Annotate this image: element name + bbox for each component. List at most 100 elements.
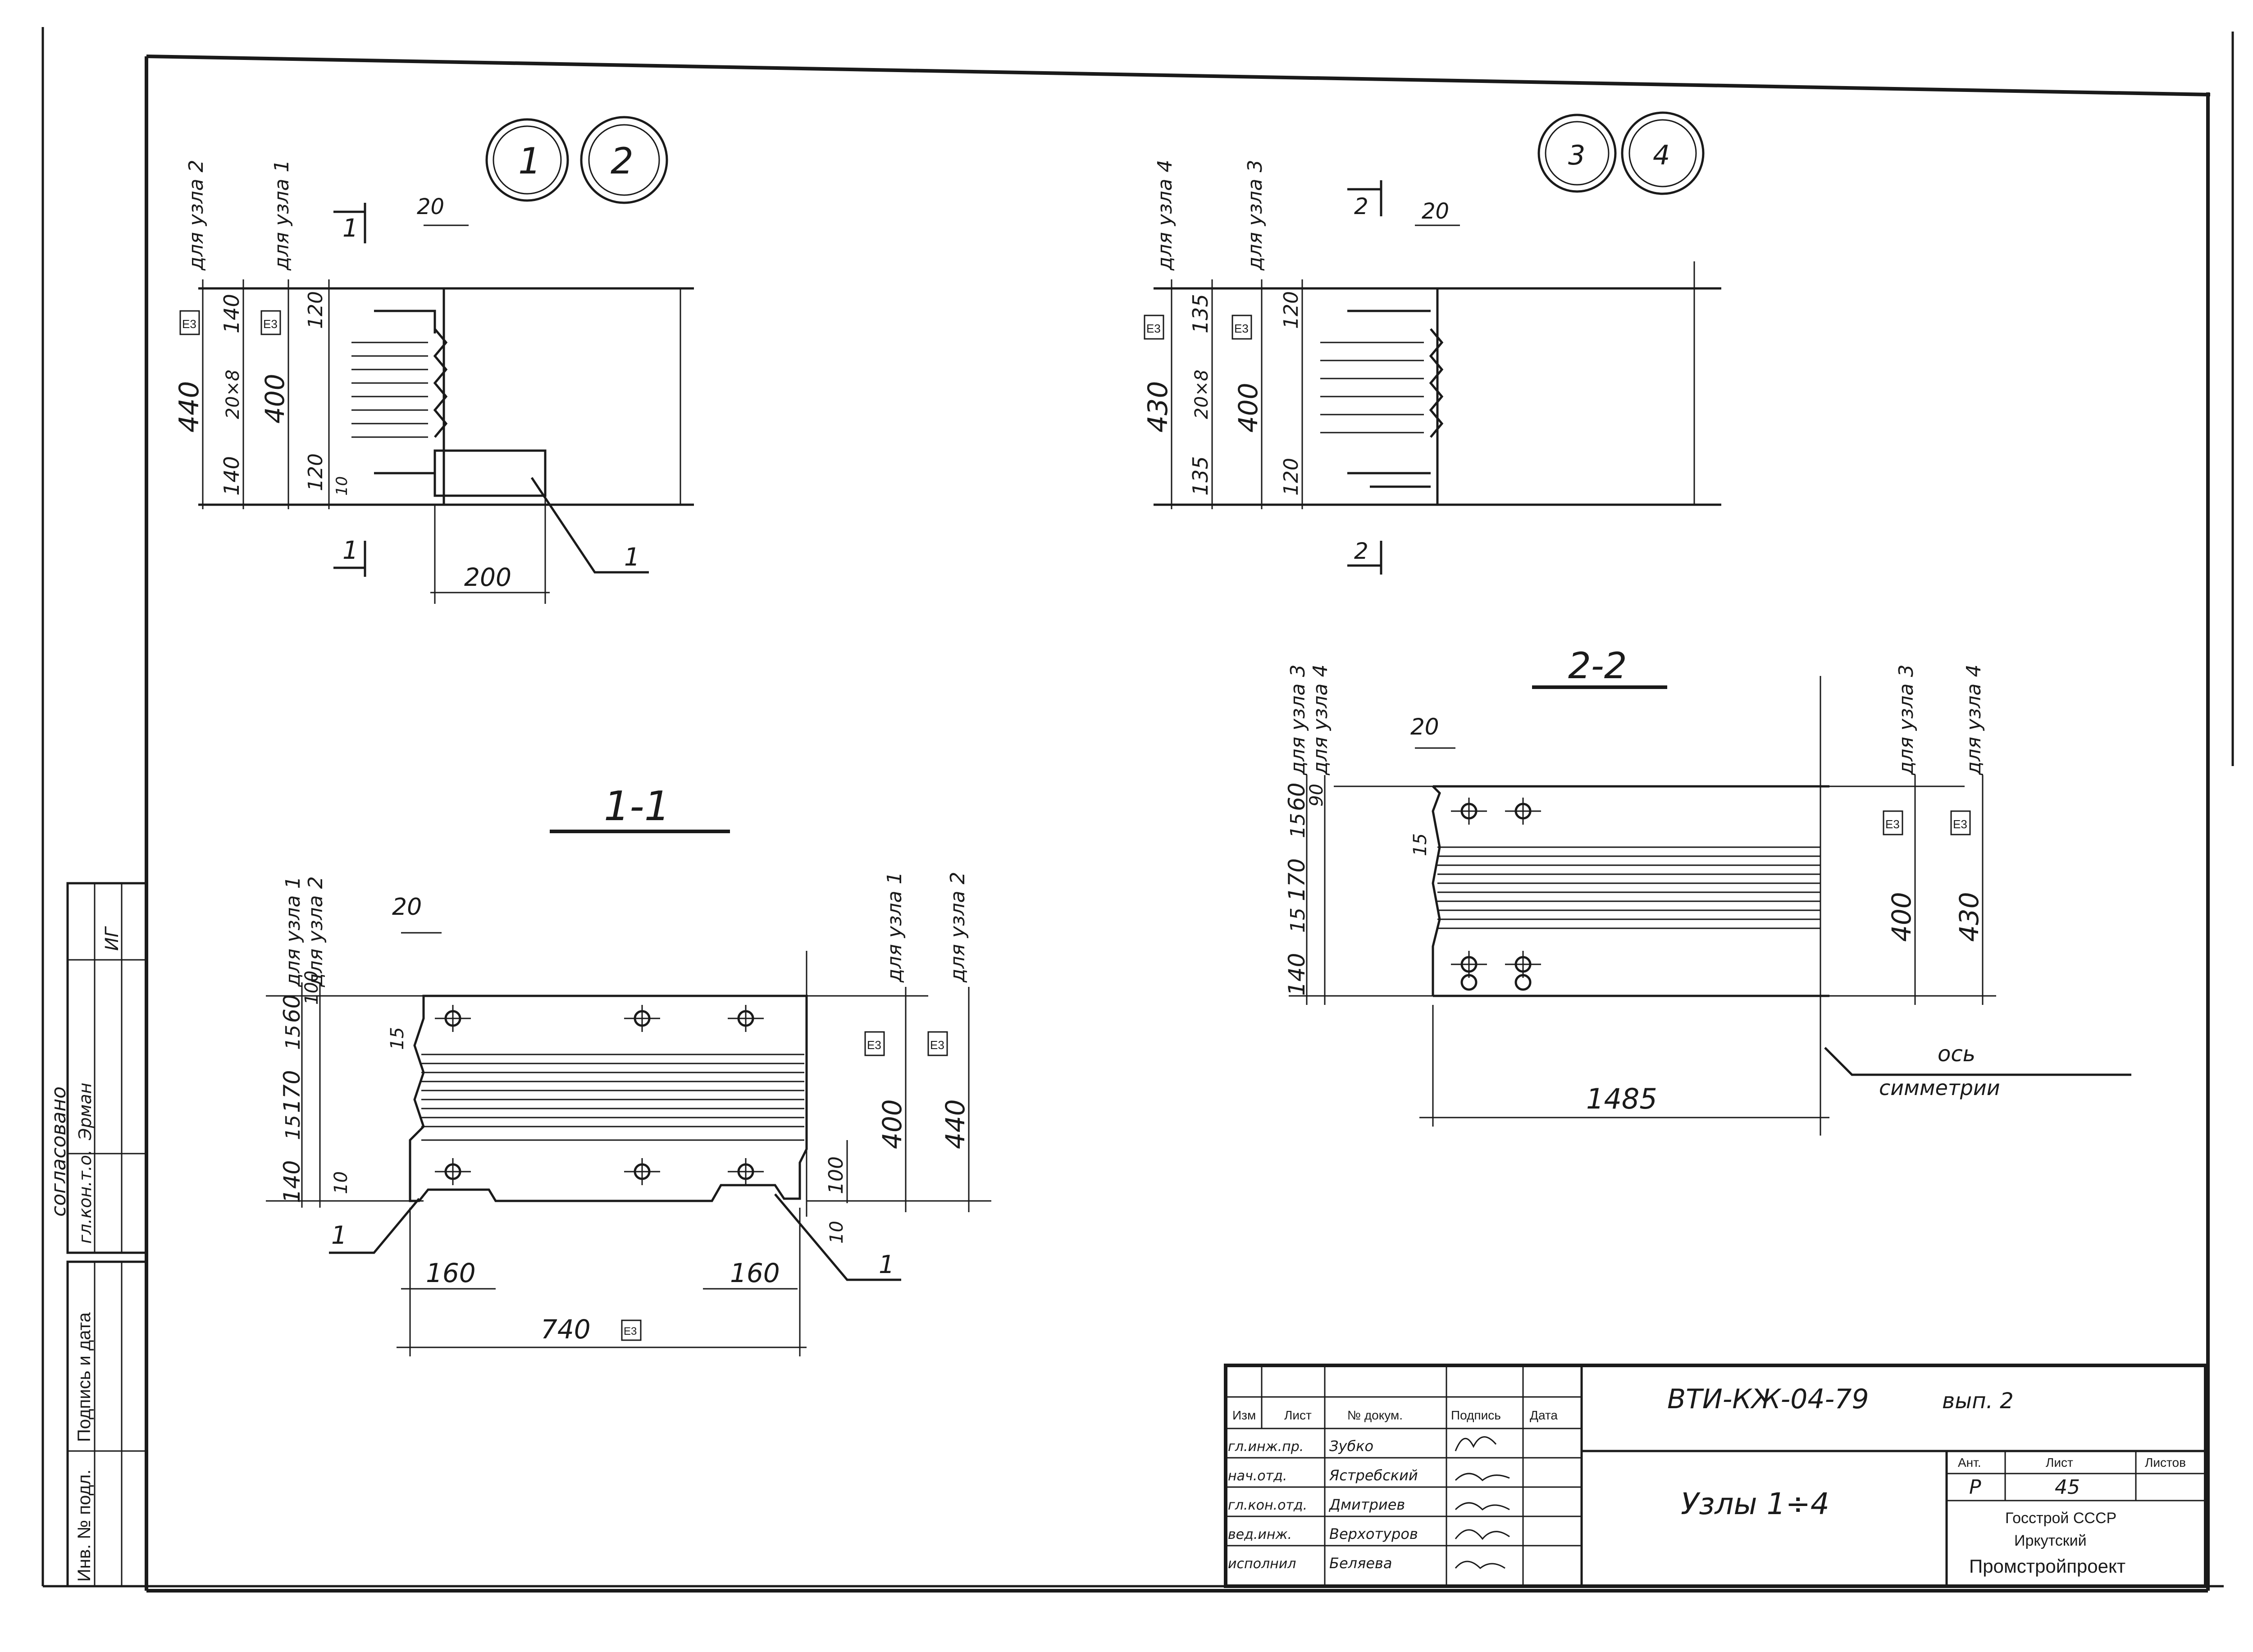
sec2-label-left-2: для узла 4 xyxy=(1309,664,1332,776)
sec2-label-right-1: для узла 3 xyxy=(1895,664,1918,776)
tb-org-2: Иркутский xyxy=(2014,1532,2087,1549)
side-role: гл.кон.т.о. xyxy=(75,1150,95,1244)
dim2-400: 400 xyxy=(1233,383,1263,433)
section-1-1-outline xyxy=(409,995,808,1202)
section-mark-2-top xyxy=(1347,180,1382,216)
sec2-dim-60: 60 xyxy=(1284,782,1310,811)
section-2-2-outline xyxy=(1432,785,1829,997)
sec1-dim-60: 60 xyxy=(279,994,305,1023)
sec1-label-right-2: для узла 2 xyxy=(946,872,969,983)
tb-name-4: Верхотуров xyxy=(1329,1525,1418,1542)
section-1-1: 1-1 xyxy=(266,783,991,1356)
sec1-badge-2 xyxy=(927,1031,948,1056)
sec1-badge-740 xyxy=(621,1319,642,1341)
sec1-dim-140: 140 xyxy=(279,1160,305,1203)
tb-name-1: Зубко xyxy=(1329,1438,1373,1455)
hole-crosshairs xyxy=(435,1005,764,1185)
rebar-bottom xyxy=(374,472,436,478)
side-stamp-lower xyxy=(66,1260,148,1588)
sec1-dim-20: 20 xyxy=(392,894,422,921)
dim-400: 400 xyxy=(260,374,290,424)
section-1-1-strands xyxy=(421,1054,804,1141)
section-mark-2-top-label: 2 xyxy=(1354,193,1368,219)
side-stamp: согласовано гл.кон.т.о. Эрман ИГ Подпись… xyxy=(47,882,148,1588)
dim2-120-bottom: 120 xyxy=(1280,458,1303,496)
label-for-node-3: для узла 3 xyxy=(1244,160,1267,271)
tb-sheet-label: Лист xyxy=(2046,1456,2073,1469)
tb-name-5: Беляева xyxy=(1329,1555,1392,1572)
sec1-label-right-1: для узла 1 xyxy=(883,872,906,983)
dim-135-bottom: 135 xyxy=(1188,456,1213,496)
sec2-dim-140: 140 xyxy=(1284,953,1310,996)
label-for-node-2: для узла 2 xyxy=(185,160,208,271)
callout-circle-4-inner xyxy=(1628,119,1697,187)
sec1-dim-400: 400 xyxy=(877,1099,908,1149)
tb-h-izm: Изм xyxy=(1232,1408,1256,1422)
tb-org-3: Промстройпроект xyxy=(1969,1556,2125,1577)
tb-stage-label: Ант. xyxy=(1958,1456,1981,1469)
s2-hole-crosshairs xyxy=(1451,798,1541,978)
callout-circle-3 xyxy=(1537,114,1617,193)
dim-20: 20 xyxy=(417,194,444,219)
badge2-e3-inner-text: Е3 xyxy=(1234,322,1249,335)
dim-140-bottom: 140 xyxy=(219,456,244,496)
frame-top xyxy=(146,55,2211,96)
rebar-top xyxy=(374,310,436,333)
sec2-label-right-2: для узла 4 xyxy=(1962,664,1985,776)
callout-circle-2-inner xyxy=(588,124,660,196)
tb-doc-code: ВТИ-КЖ-04-79 xyxy=(1667,1383,1869,1415)
tb-stage: Р xyxy=(1969,1476,1981,1499)
leader-1 xyxy=(530,477,649,574)
sec1-dim-100-right: 100 xyxy=(825,1156,848,1194)
dim2-20x8: 20×8 xyxy=(1191,370,1212,419)
badge-e3-inner-text: Е3 xyxy=(263,317,278,331)
sec1-dim-100: 100 xyxy=(301,971,322,1005)
sec1-leader-left-label: 1 xyxy=(331,1221,347,1250)
callout-4-label: 4 xyxy=(1653,140,1670,171)
section-mark-2-bottom xyxy=(1347,541,1382,575)
section-mark-bottom xyxy=(333,541,366,577)
sec1-dim-440: 440 xyxy=(940,1099,971,1149)
sec2-dim-15b: 15 xyxy=(1286,813,1309,838)
callout-3-label: 3 xyxy=(1568,140,1585,171)
tb-h-list: Лист xyxy=(1284,1408,1312,1422)
sec1-dim-170: 170 xyxy=(279,1070,305,1113)
badge-e3-inner xyxy=(260,310,281,335)
callout-circle-1-inner xyxy=(493,125,562,195)
node-1-2-detail: 1 2 1 1 44 xyxy=(173,116,694,604)
sec2-label-left-1: для узла 3 xyxy=(1286,664,1309,776)
section-mark-bottom-label: 1 xyxy=(342,536,358,565)
section-2-2: 2-2 140 xyxy=(1284,645,2131,1136)
tb-signatures xyxy=(1455,1436,1510,1570)
node-3-4-detail: 3 4 2 2 430 135 20×8 135 для узла 4 xyxy=(1142,111,1721,575)
sec1-dim-10-right: 10 xyxy=(826,1221,847,1244)
rebar-2-lines xyxy=(1320,342,1424,434)
label-for-node-4: для узла 4 xyxy=(1154,160,1177,271)
tb-role-5: исполнил xyxy=(1228,1556,1296,1572)
section-mark-2-bottom-label: 2 xyxy=(1354,538,1368,564)
tb-issue: вып. 2 xyxy=(1942,1388,2014,1414)
sec2-badge-2-text: Е3 xyxy=(1953,817,1967,831)
dim-120-top: 120 xyxy=(304,291,327,329)
tb-sheet: 45 xyxy=(2055,1476,2080,1499)
dim-20x8: 20×8 xyxy=(223,370,243,419)
sec1-leader-left xyxy=(329,1198,420,1254)
section-2-2-title: 2-2 xyxy=(1568,645,1627,687)
tb-org-1: Госстрой СССР xyxy=(2005,1510,2116,1527)
callout-circle-1 xyxy=(485,118,569,202)
dim-140-top: 140 xyxy=(219,294,244,333)
section-2-2-holes xyxy=(1451,798,1541,991)
axis-note-1: ось xyxy=(1938,1041,1975,1067)
label-for-node-1: для узла 1 xyxy=(270,160,293,271)
tb-title: Узлы 1÷4 xyxy=(1681,1487,1829,1521)
section-1-1-title: 1-1 xyxy=(604,783,670,830)
tb-h-sign: Подпись xyxy=(1451,1408,1501,1422)
sec1-dim-15a: 15 xyxy=(282,1115,305,1140)
sec2-badge-1-text: Е3 xyxy=(1885,817,1900,831)
callout-circle-2 xyxy=(580,116,668,204)
tb-name-2: Ястребский xyxy=(1329,1467,1418,1484)
sec2-dim-90: 90 xyxy=(1306,784,1327,807)
tb-role-2: нач.отд. xyxy=(1228,1468,1287,1484)
side-name: Эрман xyxy=(75,1083,95,1141)
